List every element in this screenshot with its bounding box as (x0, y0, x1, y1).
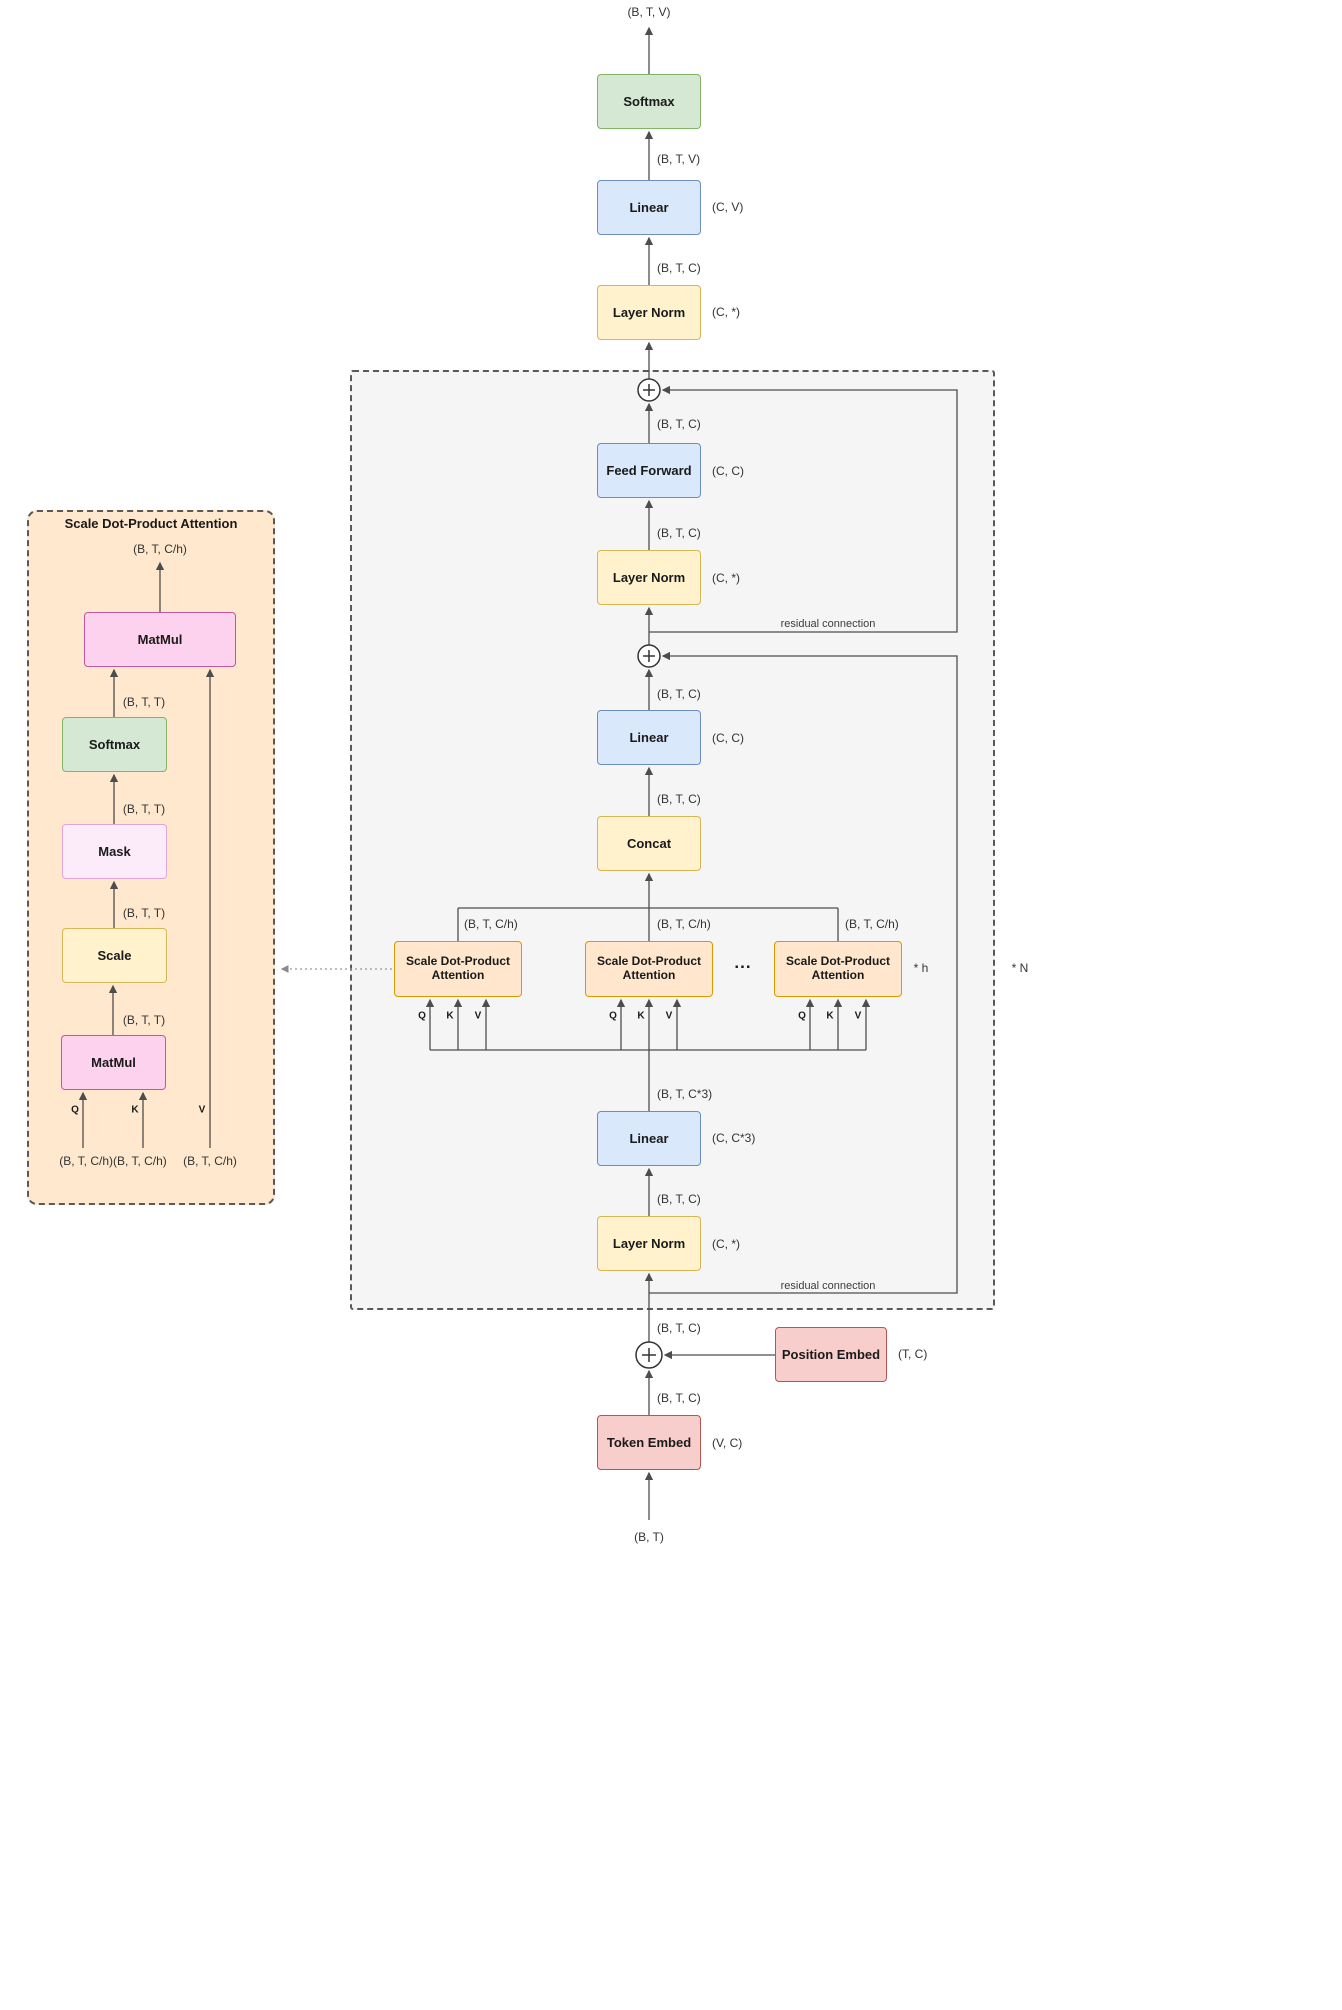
repeat-n-label: * N (1011, 961, 1029, 975)
attention-head-2-box: Scale Dot-Product Attention (585, 941, 713, 997)
q-label: Q (609, 1010, 617, 1022)
q-label: Q (798, 1010, 806, 1022)
shape-label: (B, T, C) (657, 1192, 701, 1206)
dim-label: (C, *) (712, 571, 740, 585)
shape-label: (B, T, V) (657, 152, 701, 166)
shape-label: (B, T, T) (122, 1013, 166, 1027)
dim-label: (V, C) (712, 1436, 743, 1450)
shape-label-output: (B, T, V) (627, 5, 671, 19)
dim-label: (C, C) (712, 731, 744, 745)
shape-label: (B, T, C/h)(B, T, C/h) (59, 1154, 167, 1168)
shape-label: (B, T, C/h) (657, 917, 711, 931)
plus-glyphs (642, 384, 656, 1362)
token-embed-box: Token Embed (597, 1415, 701, 1470)
detail-matmul-1-box: MatMul (61, 1035, 166, 1090)
feed-forward-box: Feed Forward (597, 443, 701, 498)
q-label: Q (418, 1010, 426, 1022)
v-label: V (198, 1104, 206, 1116)
dim-label: (C, V) (712, 200, 744, 214)
shape-label-input: (B, T) (634, 1530, 664, 1544)
dim-label: (C, *) (712, 305, 740, 319)
shape-label: (B, T, C) (657, 417, 701, 431)
position-embed-box: Position Embed (775, 1327, 887, 1382)
detail-matmul-2-box: MatMul (84, 612, 236, 667)
dim-label: (C, C*3) (712, 1131, 756, 1145)
final-layernorm-box: Layer Norm (597, 285, 701, 340)
attention-head-1-box: Scale Dot-Product Attention (394, 941, 522, 997)
layernorm-1-box: Layer Norm (597, 1216, 701, 1271)
heads-ellipsis: ... (734, 953, 752, 972)
shape-label: (B, T, T) (122, 802, 166, 816)
q-label: Q (71, 1104, 79, 1116)
detail-softmax-box: Softmax (62, 717, 167, 772)
repeat-h-label: * h (913, 961, 929, 975)
k-label: K (446, 1010, 454, 1022)
shape-label: (B, T, C/h) (133, 542, 187, 556)
qkv-linear-box: Linear (597, 1111, 701, 1166)
v-label: V (474, 1010, 482, 1022)
shape-label: (B, T, C) (657, 261, 701, 275)
flow-arrows (78, 26, 958, 1520)
shape-label: (B, T, C) (657, 687, 701, 701)
k-label: K (826, 1010, 834, 1022)
shape-label: (B, T, C/h) (464, 917, 518, 931)
dim-label: (C, *) (712, 1237, 740, 1251)
k-label: K (637, 1010, 645, 1022)
attention-head-3-box: Scale Dot-Product Attention (774, 941, 902, 997)
residual-label: residual connection (780, 1280, 876, 1292)
shape-label: (B, T, C/h) (845, 917, 899, 931)
k-label: K (131, 1104, 139, 1116)
detail-mask-box: Mask (62, 824, 167, 879)
shape-label: (B, T, C) (657, 1321, 701, 1335)
residual-label: residual connection (780, 618, 876, 630)
detail-panel-title: Scale Dot-Product Attention (64, 516, 238, 531)
shape-label: (B, T, C) (657, 1391, 701, 1405)
attn-output-linear-box: Linear (597, 710, 701, 765)
output-linear-box: Linear (597, 180, 701, 235)
softmax-output-box: Softmax (597, 74, 701, 129)
shape-label: (B, T, C*3) (657, 1087, 713, 1101)
v-label: V (854, 1010, 862, 1022)
v-label: V (665, 1010, 673, 1022)
shape-label: (B, T, C) (657, 526, 701, 540)
shape-label: (B, T, T) (122, 695, 166, 709)
layernorm-2-box: Layer Norm (597, 550, 701, 605)
shape-label: (B, T, C) (657, 792, 701, 806)
dim-label: (T, C) (898, 1347, 928, 1361)
shape-label: (B, T, C/h) (183, 1154, 237, 1168)
detail-scale-box: Scale (62, 928, 167, 983)
shape-label: (B, T, T) (122, 906, 166, 920)
dim-label: (C, C) (712, 464, 744, 478)
concat-box: Concat (597, 816, 701, 871)
